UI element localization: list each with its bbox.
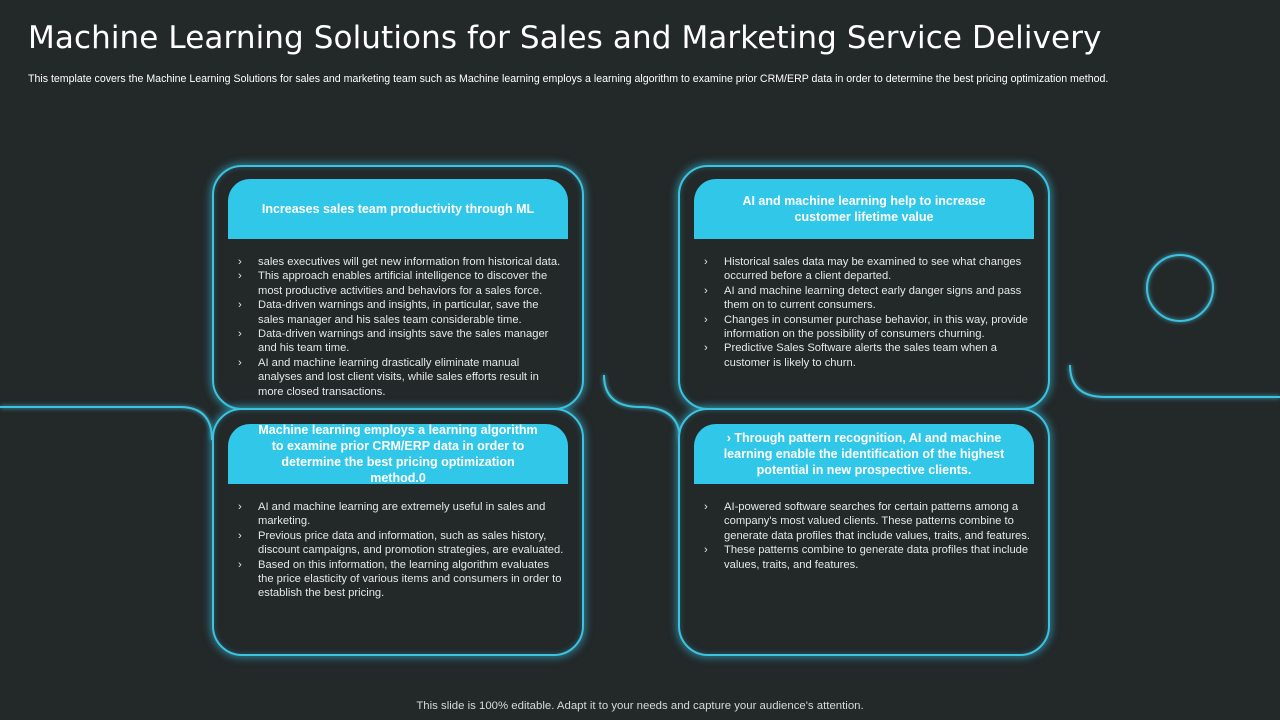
card-customer-lifetime-value: AI and machine learning help to increase… <box>678 165 1050 410</box>
card-bullet-list: sales executives will get new informatio… <box>234 255 564 399</box>
card-heading: Increases sales team productivity throug… <box>228 179 568 239</box>
list-item: Historical sales data may be examined to… <box>700 255 1030 284</box>
card-heading: › Through pattern recognition, AI and ma… <box>694 424 1034 484</box>
list-item: AI-powered software searches for certain… <box>700 500 1030 543</box>
list-item: Changes in consumer purchase behavior, i… <box>700 313 1030 342</box>
footer-note: This slide is 100% editable. Adapt it to… <box>416 700 864 712</box>
left-connector-line <box>0 406 213 441</box>
card-bullet-list: AI-powered software searches for certain… <box>700 500 1030 572</box>
list-item: Data-driven warnings and insights save t… <box>234 327 564 356</box>
card-pattern-recognition: › Through pattern recognition, AI and ma… <box>678 408 1050 656</box>
list-item: AI and machine learning detect early dan… <box>700 284 1030 313</box>
page-title: Machine Learning Solutions for Sales and… <box>28 20 1102 56</box>
card-heading: AI and machine learning help to increase… <box>694 179 1034 239</box>
card-bullet-list: AI and machine learning are extremely us… <box>234 500 564 601</box>
list-item: Data-driven warnings and insights, in pa… <box>234 298 564 327</box>
card-pricing-optimization: Machine learning employs a learning algo… <box>212 408 584 656</box>
card-heading: Machine learning employs a learning algo… <box>228 423 568 485</box>
list-item: This approach enables artificial intelli… <box>234 269 564 298</box>
card-sales-productivity: Increases sales team productivity throug… <box>212 165 584 410</box>
list-item: Based on this information, the learning … <box>234 558 564 601</box>
list-item: Previous price data and information, suc… <box>234 529 564 558</box>
decorative-circle <box>1146 254 1214 322</box>
center-connector-line <box>603 374 681 441</box>
page-subtitle: This template covers the Machine Learnin… <box>28 73 1109 85</box>
right-connector-line <box>1069 364 1280 398</box>
list-item: sales executives will get new informatio… <box>234 255 564 270</box>
card-bullet-list: Historical sales data may be examined to… <box>700 255 1030 370</box>
list-item: AI and machine learning drastically elim… <box>234 356 564 399</box>
list-item: AI and machine learning are extremely us… <box>234 500 564 529</box>
list-item: Predictive Sales Software alerts the sal… <box>700 341 1030 370</box>
list-item: These patterns combine to generate data … <box>700 543 1030 572</box>
